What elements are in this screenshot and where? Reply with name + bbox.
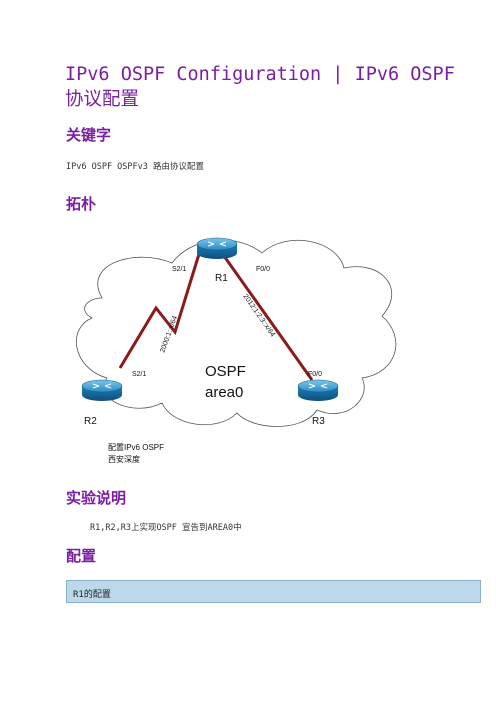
router-r1-label: R1 — [215, 273, 228, 284]
interface-r1-s2-1: S2/1 — [172, 266, 187, 273]
link-r1-r2 — [118, 253, 201, 369]
area-label-area0: area0 — [205, 384, 243, 401]
document-title: IPv6 OSPF Configuration | IPv6 OSPF 协议配置 — [65, 64, 455, 110]
interface-r3-f0-0: F0/0 — [308, 371, 322, 378]
router-r2-label: R2 — [84, 416, 97, 427]
router-r1-icon[interactable] — [196, 237, 238, 260]
topology-diagram: R1 R2 R3 S2/1 F0/0 S2/1 F0/0 2000:1::x/6… — [76, 237, 397, 464]
keywords-text: IPv6 OSPF OSPFv3 路由协议配置 — [66, 162, 204, 172]
topology-heading: 拓朴 — [66, 195, 97, 213]
area-label-ospf: OSPF — [205, 363, 246, 380]
config-box-label: R1的配置 — [73, 590, 111, 600]
interface-r1-f0-0: F0/0 — [256, 266, 270, 273]
router-r3-label: R3 — [312, 416, 325, 427]
config-heading: 配置 — [66, 547, 97, 565]
experiment-heading: 实验说明 — [66, 489, 127, 507]
router-r2-icon[interactable] — [81, 379, 123, 402]
topology-caption-line2: 西安深度 — [108, 454, 140, 464]
interface-r2-s2-1: S2/1 — [132, 371, 147, 378]
experiment-text: R1,R2,R3上实现OSPF 宣告到AREA0中 — [90, 523, 242, 533]
topology-caption-line1: 配置IPv6 OSPF — [108, 443, 164, 452]
keywords-heading: 关键字 — [66, 126, 112, 144]
config-box: R1的配置 — [66, 580, 481, 603]
router-r3-icon[interactable] — [297, 379, 339, 402]
link-r1-r3 — [222, 255, 314, 381]
